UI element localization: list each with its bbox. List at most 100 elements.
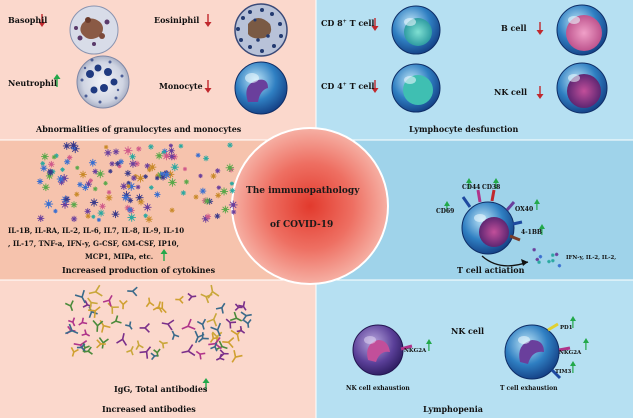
arrow-eosinophil-down: [204, 14, 212, 27]
marker-ox40: OX40: [515, 206, 534, 213]
panel-antibodies-bg: [0, 280, 316, 418]
cytokine-particle: [37, 214, 45, 222]
antibody: [215, 302, 226, 314]
antibody: [139, 346, 152, 359]
secreted-cytokine: [557, 263, 562, 268]
cytokine-particle: [159, 174, 167, 181]
arrow-monocyte-down: [204, 80, 212, 93]
label-nkcell: NK cell: [494, 87, 528, 97]
arrow-cd44-up: [466, 178, 472, 189]
nk-exhausted-cell: [352, 324, 413, 376]
antibody: [68, 317, 76, 327]
cytokine-particle: [183, 179, 190, 185]
cytokine-particle: [215, 192, 222, 199]
cytokine-particle: [225, 163, 235, 172]
cytokine-particle: [168, 143, 173, 148]
cytokine-particle: [148, 185, 154, 190]
label-cd4: CD 4+ T cell: [321, 81, 375, 91]
cytokine-particle: [85, 180, 92, 188]
marker-cd38: CD38: [482, 184, 501, 191]
antibody: [209, 332, 219, 343]
cytokine-particle: [99, 203, 106, 210]
cytokine-particle: [70, 201, 78, 209]
cytokine-particle: [77, 181, 83, 188]
label-nkg2a-left: NKG2A: [404, 348, 427, 354]
cytokine-particle: [229, 187, 236, 194]
marker-cd44: CD44: [462, 184, 481, 191]
cytokine-particle: [227, 142, 233, 148]
antibody: [225, 318, 237, 329]
antibody: [161, 319, 175, 331]
cytokine-particle: [168, 152, 176, 161]
cytokine-particle: [63, 195, 71, 203]
label-monocyte: Monocyte: [159, 81, 203, 91]
cytokine-particle: [215, 168, 221, 174]
cytokine-particle: [121, 193, 130, 202]
cytokine-particle: [143, 213, 148, 218]
cytokine-particle: [104, 149, 112, 157]
activated-tcell: [461, 189, 523, 255]
cytokines-line-1: IL-1B, IL-RA, IL-2, IL-6, IL7, IL-8, IL-…: [8, 226, 185, 235]
cd8-tcell: [391, 5, 441, 55]
cytokine-particle: [144, 163, 151, 169]
antibody: [96, 339, 106, 349]
antibody: [187, 292, 197, 302]
secreted-cytokine: [547, 259, 551, 264]
arrow-cd69-up: [444, 201, 450, 212]
antibody: [153, 348, 161, 357]
cytokine-particle: [41, 152, 49, 161]
secreted-cytokine: [538, 254, 543, 259]
cytokine-particle: [154, 175, 160, 181]
secreted-cytokine: [550, 253, 555, 257]
nk-cell: [556, 62, 608, 114]
antibodies-line: IgG, Total antibodies: [114, 384, 208, 394]
antibody: [64, 300, 74, 312]
antibody: [238, 301, 247, 311]
title-lymphocyte: Lymphocyte desfunction: [409, 124, 519, 134]
cytokine-particle: [162, 151, 171, 161]
cytokine-particle: [117, 164, 122, 169]
cytokine-particle: [126, 206, 134, 213]
cytokine-particle: [88, 178, 93, 183]
antibody-particles: [64, 284, 252, 363]
title-antibodies: Increased antibodies: [102, 404, 196, 414]
antibody: [231, 349, 243, 363]
antibody: [81, 329, 91, 337]
cytokine-particle: [145, 215, 153, 223]
arrow-bcell-down: [536, 22, 544, 35]
cytokine-particle: [106, 190, 112, 195]
antibody: [196, 318, 207, 330]
arrow-cd4-down: [371, 80, 379, 93]
cytokine-particle: [126, 184, 131, 189]
cytokine-particle: [205, 213, 212, 220]
cytokine-particle: [74, 191, 80, 197]
cytokine-particle: [92, 168, 99, 175]
antibody: [175, 295, 184, 304]
antibody: [219, 349, 229, 358]
cytokine-particle: [231, 209, 237, 215]
cytokine-particle: [203, 155, 209, 162]
cytokine-particle: [48, 161, 55, 168]
cytokine-particle: [44, 199, 54, 209]
cytokine-particle: [96, 169, 105, 179]
cytokine-particle: [220, 187, 229, 196]
arrow-basophil-down: [38, 14, 46, 27]
cytokine-particle: [210, 173, 217, 180]
antibody: [118, 299, 128, 310]
antibody: [195, 350, 206, 360]
label-nkg2a-right: NKG2A: [559, 350, 582, 356]
antibody: [110, 315, 122, 325]
cytokine-particle: [130, 175, 137, 182]
cytokine-particles: [36, 141, 238, 223]
label-pd1: PD1: [560, 325, 573, 331]
cytokine-particle: [229, 181, 234, 186]
cytokine-particle: [67, 154, 73, 161]
cytokine-particle: [143, 174, 148, 179]
cytokine-particle: [47, 168, 54, 175]
antibody: [243, 319, 252, 328]
cytokine-particle: [91, 214, 96, 219]
label-cd8: CD 8+ T cell: [321, 18, 375, 28]
cytokine-particle: [53, 208, 58, 214]
cytokine-particle: [40, 161, 45, 166]
